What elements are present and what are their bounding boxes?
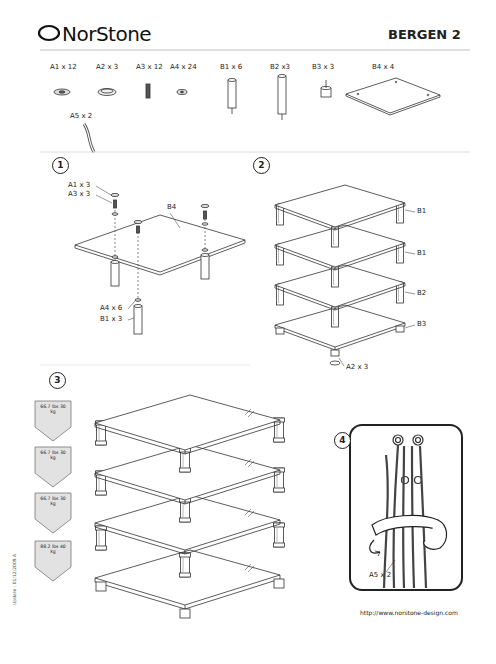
weight-arrow: 66.7 lbs 30 kg	[34, 492, 72, 534]
title: BERGEN 2	[388, 28, 461, 42]
step-number-text: 4	[339, 436, 345, 445]
step-number-text: 3	[54, 376, 60, 385]
weight-text: 88.2 lbs 40 kg	[34, 544, 72, 555]
part-label: B2 x3	[270, 64, 290, 72]
part-label: B4 x 4	[372, 64, 394, 72]
weight-text: 66.7 lbs 30 kg	[34, 496, 72, 507]
step-number: 3	[49, 372, 66, 389]
part-label: A1 x 3	[68, 182, 90, 190]
part-label: A4 x 24	[170, 64, 197, 72]
part-label: B3	[417, 321, 426, 329]
part-label: A3 x 3	[68, 191, 90, 199]
logo-text: NorStone	[62, 23, 151, 45]
weight-text: 66.7 lbs 30 kg	[34, 450, 72, 461]
step-number-text: 2	[258, 161, 264, 170]
part-label: B1	[417, 208, 426, 216]
part-label: A2 x 3	[96, 64, 118, 72]
weight-arrow: 88.2 lbs 40 kg	[34, 540, 72, 582]
step-number: 1	[52, 157, 69, 174]
step-number: 2	[253, 157, 270, 174]
part-label: B3 x 3	[312, 64, 334, 72]
weight-text: 66.7 lbs 30 kg	[34, 404, 72, 415]
part-label: B4	[167, 204, 176, 212]
part-label: A3 x 12	[136, 64, 163, 72]
part-label: A4 x 6	[100, 305, 122, 313]
part-label: A1 x 12	[50, 64, 77, 72]
part-label: B2	[417, 290, 426, 298]
weight-arrow: 66.7 lbs 30 kg	[34, 446, 72, 488]
part-label: B1 x 3	[100, 316, 122, 324]
step-number: 4	[334, 432, 351, 449]
weight-arrow: 66.7 lbs 30 kg	[34, 400, 72, 442]
step-number-text: 1	[57, 161, 63, 170]
part-label: B1 x 6	[220, 64, 242, 72]
url-text: http://www.norstone-design.com	[360, 610, 458, 617]
part-label: A2 x 3	[346, 364, 368, 372]
update-note: Update : 01/12/2009 A	[13, 554, 18, 605]
part-label: B1	[417, 250, 426, 258]
part-label: A5 x 2	[70, 113, 92, 121]
part-label: A5 x 2	[369, 572, 391, 580]
